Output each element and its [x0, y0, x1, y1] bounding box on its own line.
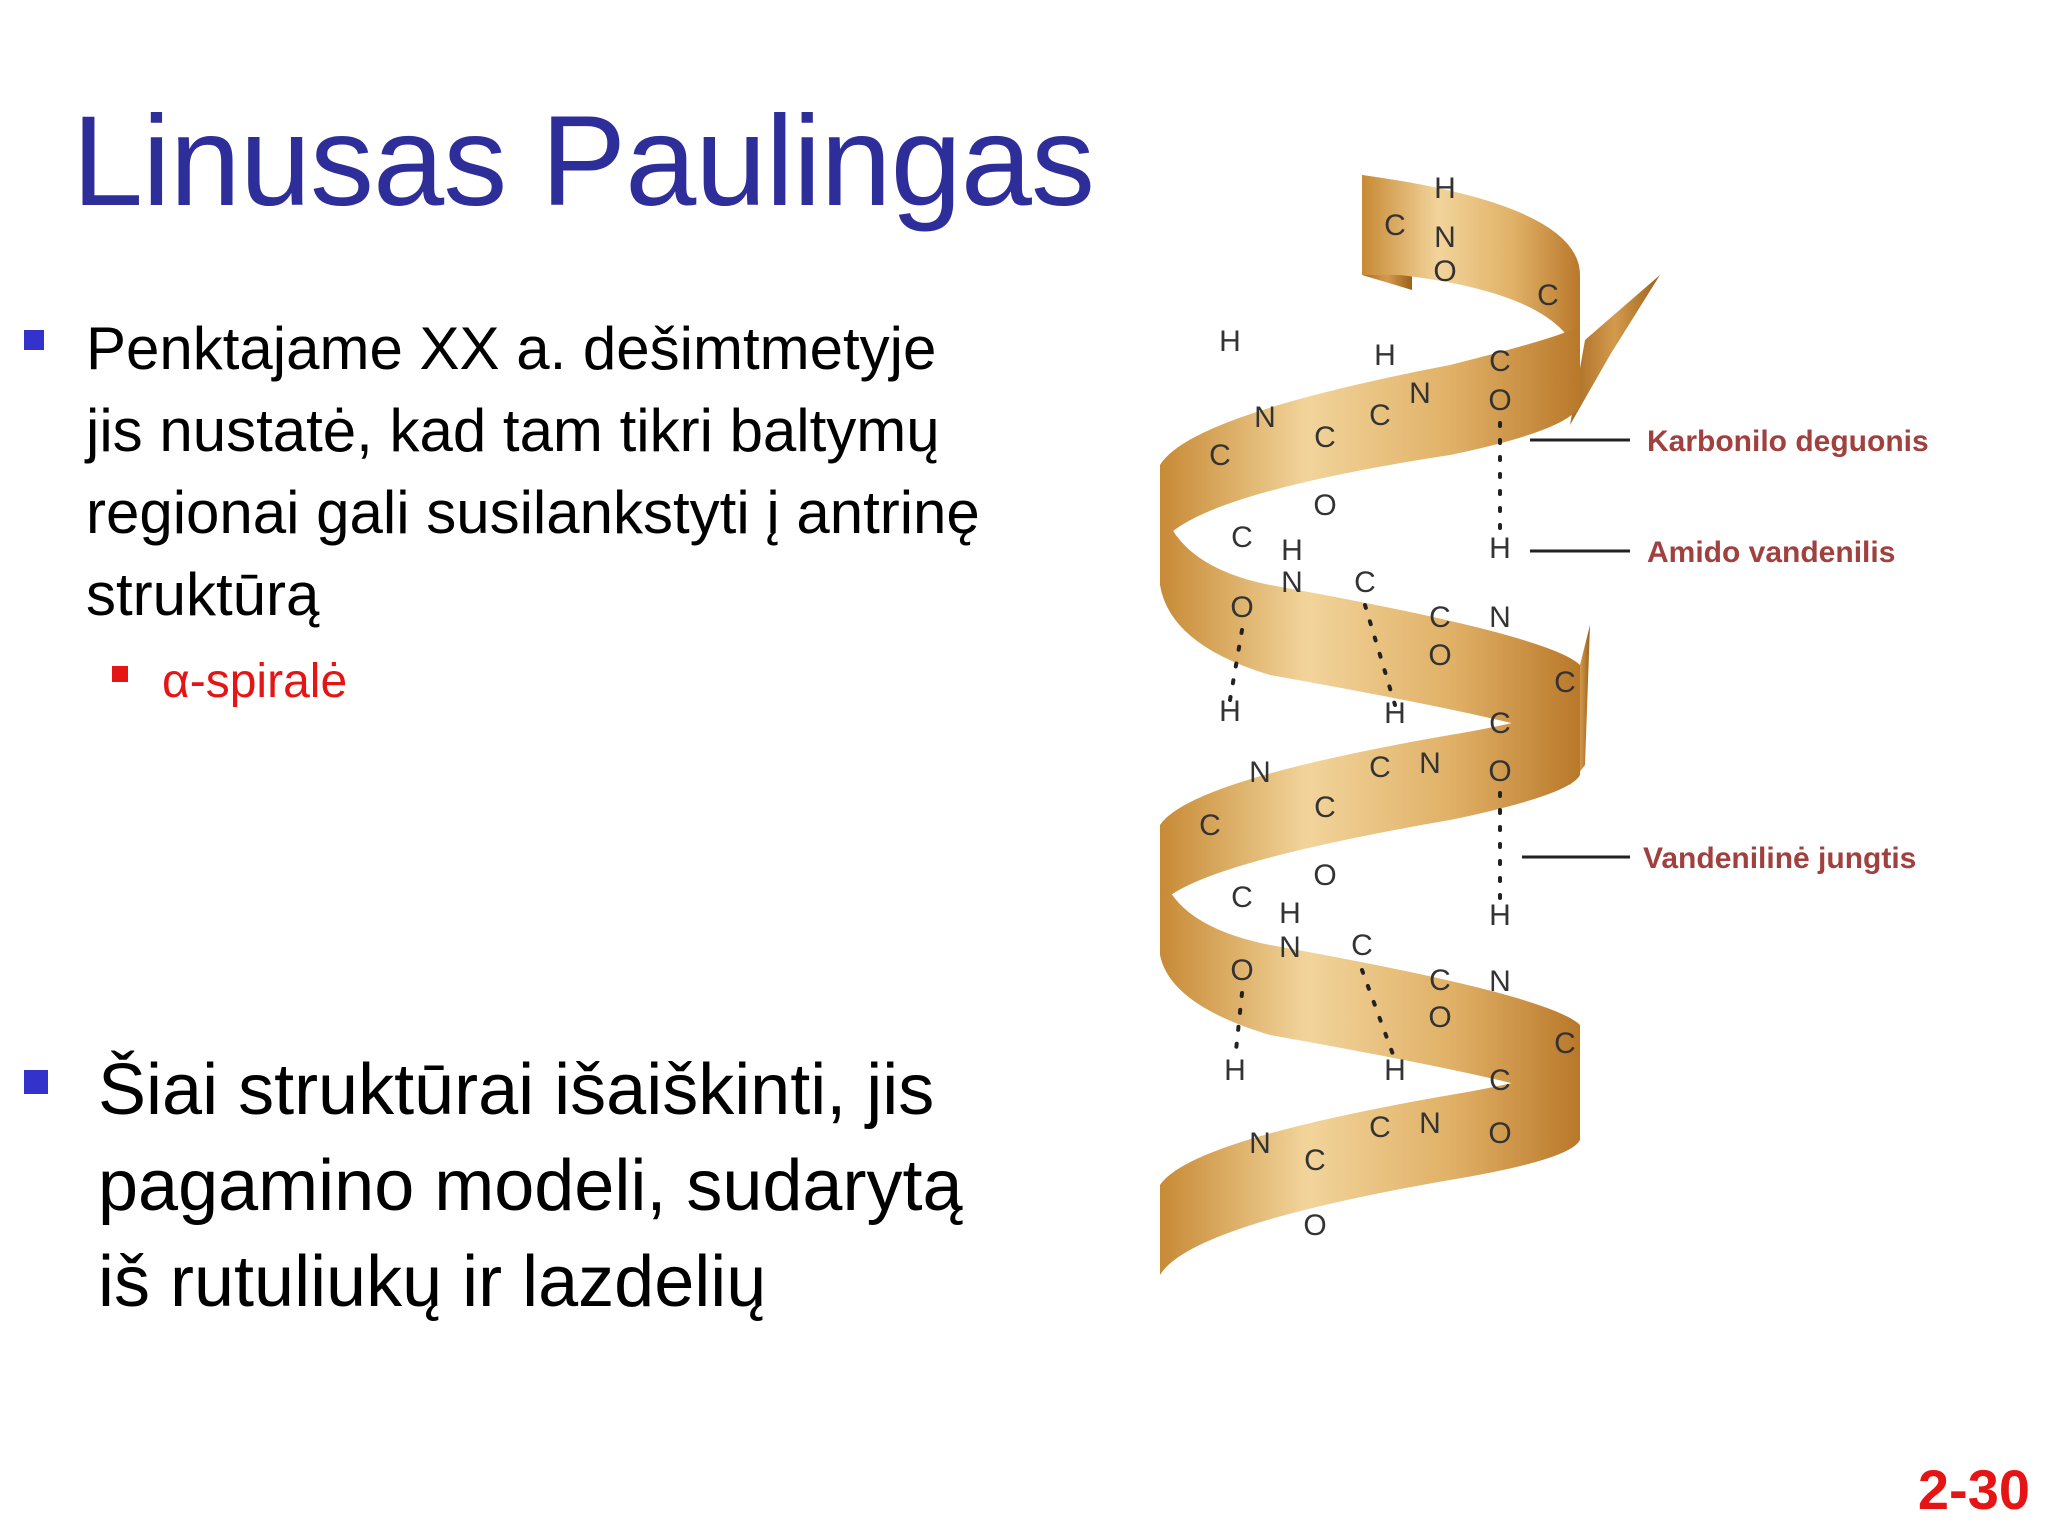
svg-text:O: O: [1230, 591, 1253, 624]
svg-text:C: C: [1314, 791, 1336, 824]
svg-text:O: O: [1488, 384, 1511, 417]
svg-text:H: H: [1374, 339, 1396, 372]
svg-text:C: C: [1489, 345, 1511, 378]
svg-text:N: N: [1281, 566, 1303, 599]
svg-text:C: C: [1231, 881, 1253, 914]
svg-text:N: N: [1489, 601, 1511, 634]
svg-text:C: C: [1489, 707, 1511, 740]
svg-text:C: C: [1199, 809, 1221, 842]
label-amide-hydrogen: Amido vandenilis: [1647, 536, 1895, 569]
label-hydrogen-bond: Vandenilinė jungtis: [1643, 842, 1916, 875]
bullet-2-line-2: pagamino modeli, sudarytą: [98, 1146, 963, 1226]
svg-text:O: O: [1428, 1001, 1451, 1034]
svg-text:O: O: [1488, 755, 1511, 788]
svg-text:H: H: [1281, 534, 1303, 567]
sub-bullet-text: α-spiralė: [162, 655, 348, 708]
svg-text:O: O: [1433, 255, 1456, 288]
svg-text:C: C: [1554, 666, 1576, 699]
svg-text:O: O: [1313, 859, 1336, 892]
svg-text:O: O: [1303, 1209, 1326, 1242]
sub-bullet-alpha-helix: α-spiralė: [112, 654, 348, 709]
svg-text:O: O: [1488, 1117, 1511, 1150]
svg-text:N: N: [1254, 401, 1276, 434]
svg-text:C: C: [1489, 1064, 1511, 1097]
svg-text:C: C: [1537, 279, 1559, 312]
ribbon-back-segment: [1570, 275, 1660, 425]
svg-text:C: C: [1429, 601, 1451, 634]
svg-text:C: C: [1369, 399, 1391, 432]
bullet-marker: [24, 1070, 48, 1094]
hydrogen-bond-line: [1233, 991, 1244, 1062]
svg-text:C: C: [1384, 209, 1406, 242]
bullet-1-line-1: Penktajame XX a. dešimtmetyje: [86, 315, 937, 382]
svg-text:C: C: [1354, 566, 1376, 599]
svg-text:N: N: [1419, 747, 1441, 780]
svg-text:C: C: [1554, 1027, 1576, 1060]
bullet-1-line-2: jis nustatė, kad tam tikri baltymų: [86, 397, 940, 464]
bullet-1-line-4: struktūrą: [86, 561, 320, 628]
bullet-2-text: Šiai struktūrai išaiškinti, jis pagamino…: [98, 1042, 1138, 1330]
svg-text:C: C: [1304, 1144, 1326, 1177]
svg-text:N: N: [1489, 965, 1511, 998]
svg-text:O: O: [1313, 489, 1336, 522]
bullet-marker: [24, 330, 44, 350]
page-number: 2-30: [1917, 1458, 2030, 1521]
svg-text:C: C: [1369, 751, 1391, 784]
svg-text:H: H: [1384, 697, 1406, 730]
svg-text:N: N: [1279, 931, 1301, 964]
svg-text:H: H: [1279, 897, 1301, 930]
bullet-1: Penktajame XX a. dešimtmetyje jis nustat…: [24, 308, 1126, 636]
svg-text:O: O: [1230, 954, 1253, 987]
svg-text:H: H: [1384, 1054, 1406, 1087]
alpha-helix-diagram: H C N O C H H C O N C N C C O C H N C O …: [1160, 172, 1929, 1275]
ribbon-band: [1160, 1055, 1580, 1275]
svg-text:C: C: [1429, 964, 1451, 997]
svg-text:N: N: [1249, 756, 1271, 789]
ribbon-band: [1362, 175, 1580, 365]
svg-text:H: H: [1219, 695, 1241, 728]
svg-text:O: O: [1428, 639, 1451, 672]
backbone-atoms: H C N O C H H C O N C N C C O C H N C O …: [1199, 172, 1576, 1242]
label-carbonyl-oxygen: Karbonilo deguonis: [1647, 425, 1929, 458]
hydrogen-bond-line: [1228, 628, 1244, 702]
bullet-2-line-3: iš rutuliukų ir lazdelių: [98, 1242, 767, 1322]
svg-text:C: C: [1314, 421, 1336, 454]
svg-text:H: H: [1219, 325, 1241, 358]
svg-text:N: N: [1434, 221, 1456, 254]
bullet-2-line-1: Šiai struktūrai išaiškinti, jis: [98, 1050, 935, 1130]
svg-text:H: H: [1434, 172, 1456, 205]
svg-text:N: N: [1409, 377, 1431, 410]
hydrogen-bond-line: [1363, 603, 1397, 707]
svg-text:N: N: [1419, 1107, 1441, 1140]
svg-text:C: C: [1231, 521, 1253, 554]
bullet-1-text: Penktajame XX a. dešimtmetyje jis nustat…: [86, 308, 1126, 636]
svg-text:C: C: [1209, 439, 1231, 472]
svg-text:C: C: [1351, 929, 1373, 962]
bullet-1-line-3: regionai gali susilankstyti į antrinę: [86, 479, 980, 546]
label-pointers: [1522, 438, 1630, 859]
slide-title: Linusas Paulingas: [72, 90, 1095, 233]
svg-text:C: C: [1369, 1111, 1391, 1144]
svg-text:H: H: [1489, 899, 1511, 932]
ribbon-band: [1160, 325, 1580, 545]
bullet-2: Šiai struktūrai išaiškinti, jis pagamino…: [24, 1042, 1138, 1330]
ribbon-band: [1160, 695, 1580, 905]
hydrogen-bond-line: [1360, 968, 1397, 1062]
sub-bullet-marker: [112, 666, 128, 682]
svg-text:H: H: [1489, 532, 1511, 565]
ribbon-band: [1160, 865, 1580, 1105]
svg-text:N: N: [1249, 1127, 1271, 1160]
svg-text:H: H: [1224, 1054, 1246, 1087]
hydrogen-bonds: [1228, 421, 1502, 1062]
